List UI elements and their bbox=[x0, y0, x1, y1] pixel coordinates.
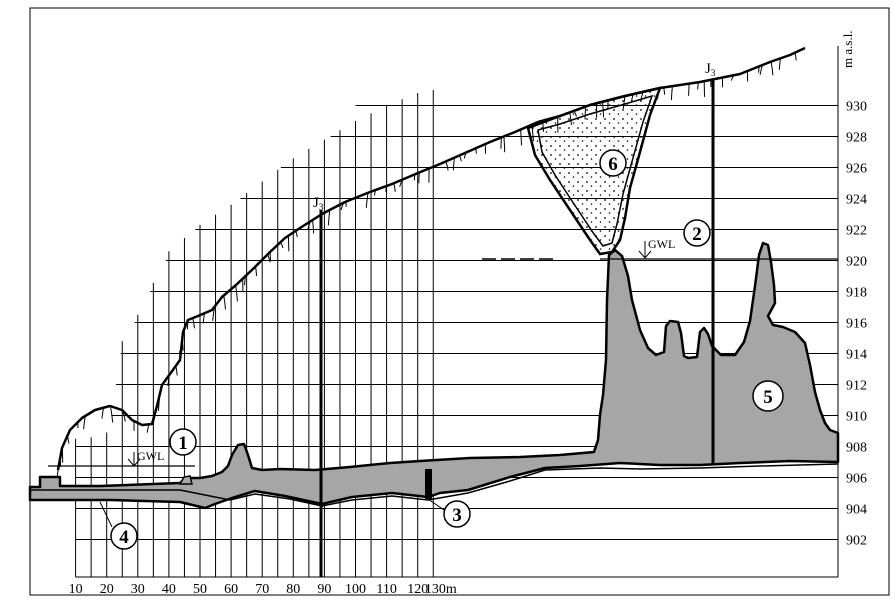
root-stroke bbox=[386, 187, 387, 192]
marker-1: 1 bbox=[170, 429, 196, 455]
svg-text:2: 2 bbox=[692, 224, 702, 245]
x-tick-label: 110 bbox=[376, 582, 396, 597]
y-axis-ticks: 902 904 906 908 910 912 914 916 918 920 922 924 926 9… bbox=[846, 100, 867, 549]
y-tick-label: 912 bbox=[846, 379, 867, 394]
gwl-label-1: GWL bbox=[137, 449, 164, 463]
marker-3: 3 bbox=[444, 501, 470, 527]
y-tick-label: 924 bbox=[846, 193, 867, 208]
y-tick-label: 920 bbox=[846, 255, 867, 270]
x-tick-label: 20 bbox=[100, 582, 114, 597]
y-tick-label: 928 bbox=[846, 131, 867, 146]
y-axis-unit: m a.s.l. bbox=[840, 30, 855, 68]
root-stroke bbox=[245, 277, 246, 285]
y-tick-label: 902 bbox=[846, 534, 867, 549]
svg-text:6: 6 bbox=[608, 154, 618, 175]
gauge-bar bbox=[425, 469, 432, 499]
marker-5: 5 bbox=[753, 381, 783, 411]
y-tick-label: 916 bbox=[846, 317, 867, 332]
x-tick-label: 70 bbox=[255, 582, 269, 597]
x-tick-label: 30 bbox=[131, 582, 145, 597]
gwl-label-2: GWL bbox=[648, 237, 675, 251]
x-tick-label: 130m bbox=[425, 582, 457, 597]
y-tick-label: 910 bbox=[846, 410, 867, 425]
x-tick-label: 90 bbox=[317, 582, 331, 597]
svg-text:1: 1 bbox=[178, 433, 188, 454]
y-tick-label: 914 bbox=[846, 348, 867, 363]
y-tick-label: 906 bbox=[846, 472, 867, 487]
x-tick-label: 10 bbox=[69, 582, 83, 597]
marker-6: 6 bbox=[600, 150, 626, 176]
x-tick-label: 100 bbox=[345, 582, 366, 597]
y-tick-label: 926 bbox=[846, 162, 867, 177]
x-tick-label: 50 bbox=[193, 582, 207, 597]
x-tick-label: 60 bbox=[224, 582, 238, 597]
y-tick-label: 908 bbox=[846, 441, 867, 456]
root-stroke bbox=[689, 85, 690, 96]
root-stroke bbox=[476, 149, 477, 153]
x-tick-label: 80 bbox=[286, 582, 300, 597]
y-tick-label: 918 bbox=[846, 286, 867, 301]
y-tick-label: 930 bbox=[846, 100, 867, 115]
svg-text:5: 5 bbox=[763, 387, 773, 408]
marker-2: 2 bbox=[684, 220, 710, 246]
y-tick-label: 904 bbox=[846, 503, 867, 518]
svg-text:3: 3 bbox=[452, 505, 462, 526]
svg-text:4: 4 bbox=[119, 527, 129, 548]
y-tick-label: 922 bbox=[846, 224, 867, 239]
marker-4: 4 bbox=[111, 523, 137, 549]
x-tick-label: 40 bbox=[162, 582, 176, 597]
